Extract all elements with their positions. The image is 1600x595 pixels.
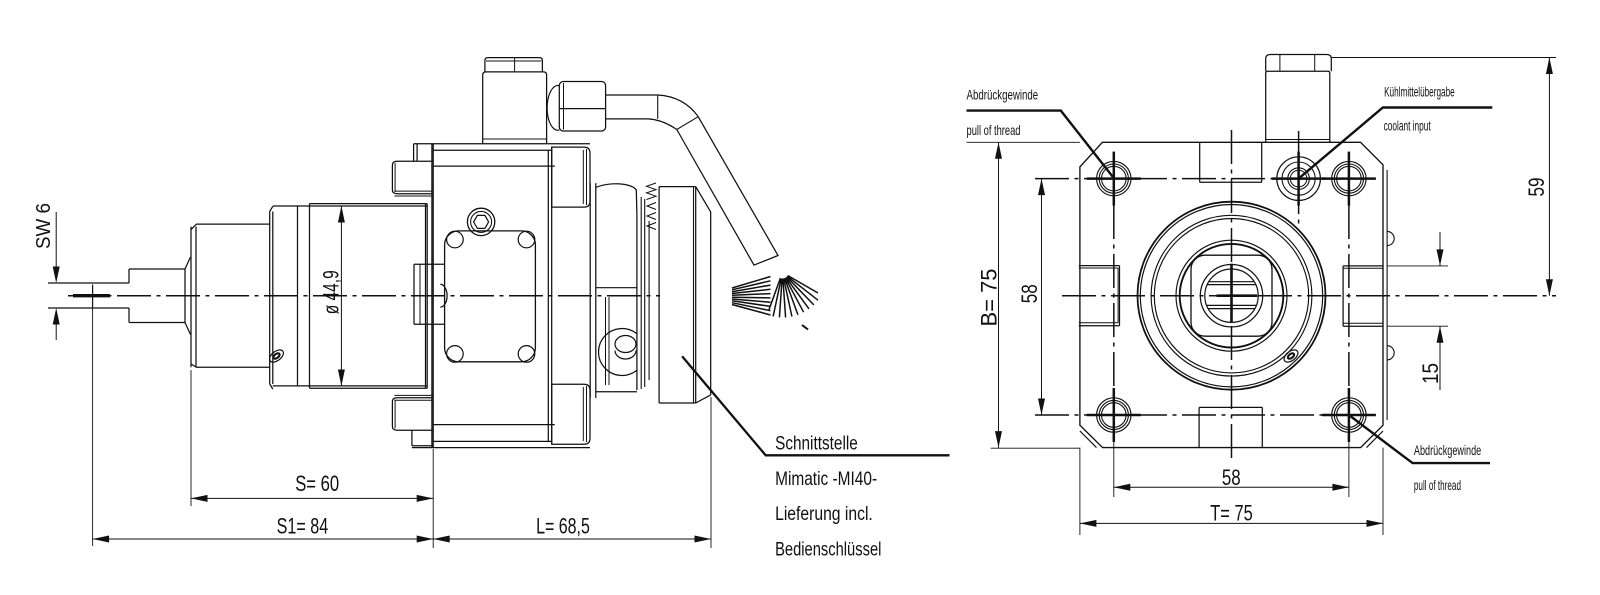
svg-text:ø 44,9: ø 44,9: [319, 270, 344, 314]
svg-text:B= 75: B= 75: [976, 269, 1001, 327]
svg-text:L= 68,5: L= 68,5: [536, 513, 590, 538]
svg-text:pull of thread: pull of thread: [967, 123, 1021, 138]
svg-text:Kühlmittelübergabe: Kühlmittelübergabe: [1384, 85, 1455, 100]
svg-text:Mimatic -MI40-: Mimatic -MI40-: [775, 468, 877, 490]
svg-text:pull of thread: pull of thread: [1414, 478, 1461, 493]
svg-text:Lieferung incl.: Lieferung incl.: [775, 503, 873, 525]
svg-text:58: 58: [1017, 284, 1042, 303]
svg-text:Schnittstelle: Schnittstelle: [775, 432, 858, 454]
svg-text:S= 60: S= 60: [295, 471, 339, 496]
svg-text:coolant input: coolant input: [1384, 119, 1431, 134]
svg-text:15: 15: [1418, 363, 1443, 384]
svg-text:Bedienschlüssel: Bedienschlüssel: [775, 539, 881, 561]
svg-text:Abdrückgewinde: Abdrückgewinde: [1414, 443, 1482, 458]
svg-text:SW 6: SW 6: [33, 203, 55, 249]
svg-text:T= 75: T= 75: [1210, 501, 1253, 526]
svg-text:Abdrückgewinde: Abdrückgewinde: [967, 87, 1039, 102]
svg-text:59: 59: [1524, 178, 1549, 197]
svg-text:S1= 84: S1= 84: [277, 513, 329, 538]
svg-text:58: 58: [1222, 465, 1241, 490]
